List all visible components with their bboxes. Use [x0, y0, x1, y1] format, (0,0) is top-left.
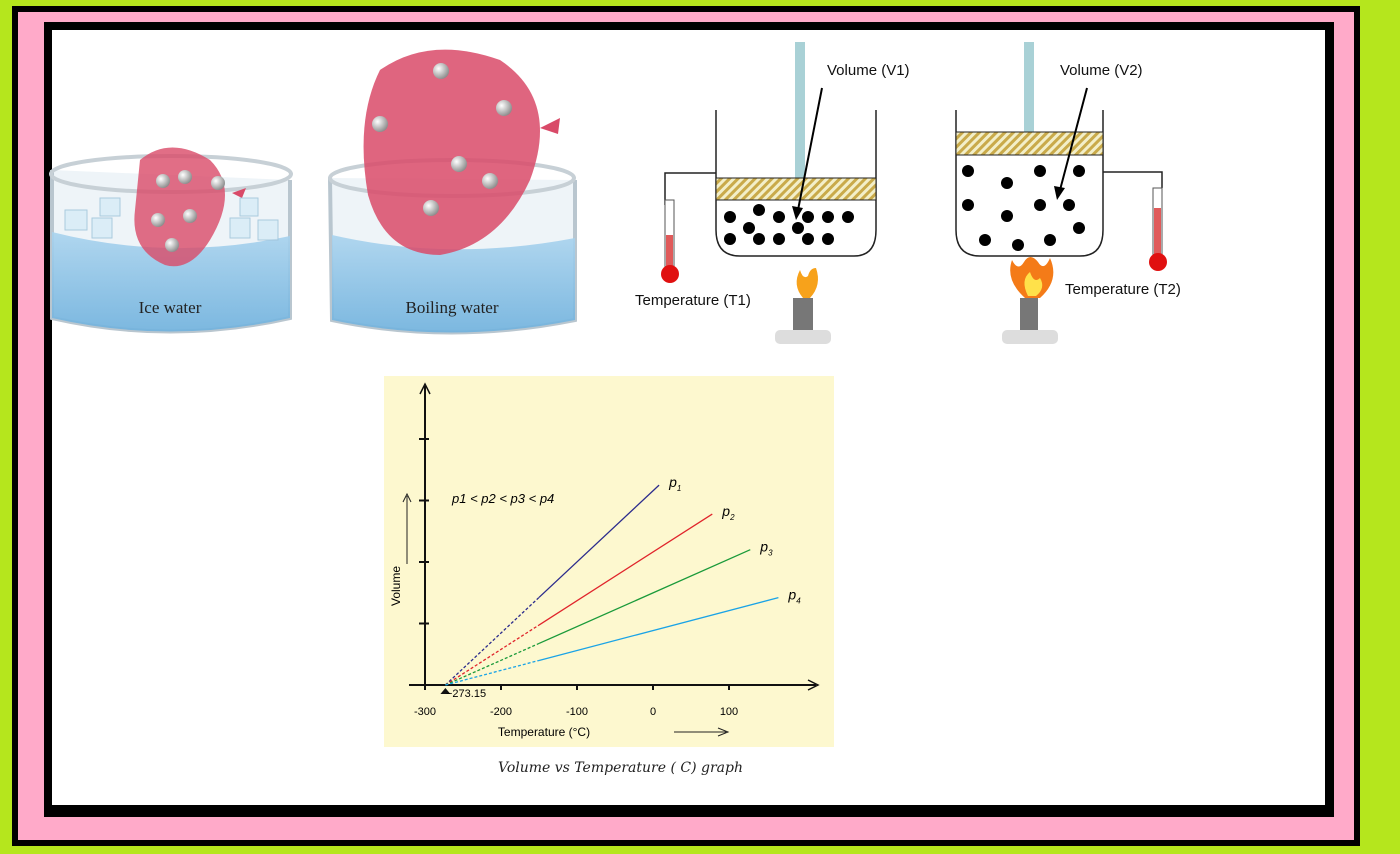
series-line-2 — [538, 513, 713, 626]
series-dashed-3 — [445, 642, 540, 686]
ice-water-bowl: Ice water — [49, 147, 293, 334]
ice-water-label: Ice water — [139, 298, 202, 317]
ice-cubes — [64, 197, 279, 241]
boiling-water-bowl: Boiling water — [328, 49, 577, 335]
absolute-zero-label: −273.15 — [446, 688, 486, 700]
series-dashed-2 — [445, 624, 540, 686]
chart-caption: Volume vs Temperature ( C) graph — [498, 760, 743, 776]
x-tick-label: 100 — [720, 706, 738, 718]
x-tick-label: -300 — [414, 706, 436, 718]
piston-cylinder-1: Volume (V1) Temperature (T1) — [635, 42, 910, 344]
balloon-large — [363, 49, 560, 255]
burner-2-icon — [1002, 257, 1058, 344]
burner-1-icon — [775, 268, 831, 344]
x-tick-label: -200 — [490, 706, 512, 718]
series-dashed-4 — [445, 659, 540, 686]
series-line-1 — [538, 484, 660, 598]
volume-v1-label: Volume (V1) — [827, 62, 910, 79]
series-dashed-1 — [444, 596, 540, 686]
boiling-water-label: Boiling water — [405, 298, 498, 317]
absolute-zero-marker — [440, 688, 451, 694]
balloon-illustration: Ice water Boiling water — [49, 49, 577, 335]
x-tick-label: -100 — [566, 706, 588, 718]
x-axis-label: Temperature (°C) — [498, 725, 590, 739]
piston-illustration: Volume (V1) Temperature (T1) Volume (V2)… — [635, 42, 1181, 344]
temperature-t1-label: Temperature (T1) — [635, 292, 751, 309]
x-axis-arrow — [807, 679, 820, 691]
y-axis-label: Volume — [389, 566, 403, 606]
series-line-4 — [538, 597, 779, 662]
thermometer-1-icon — [661, 265, 679, 283]
balloon-small — [134, 147, 246, 267]
series-line-3 — [538, 549, 751, 645]
x-tick-label: 0 — [650, 706, 656, 718]
thermometer-2-icon — [1149, 253, 1167, 271]
y-axis-arrow — [419, 382, 431, 395]
volume-v2-label: Volume (V2) — [1060, 62, 1143, 79]
piston-cylinder-2: Volume (V2) Temperature (T2) — [955, 42, 1181, 344]
temperature-t2-label: Temperature (T2) — [1065, 281, 1181, 298]
pressure-relation: p1 < p2 < p3 < p4 — [451, 491, 554, 506]
